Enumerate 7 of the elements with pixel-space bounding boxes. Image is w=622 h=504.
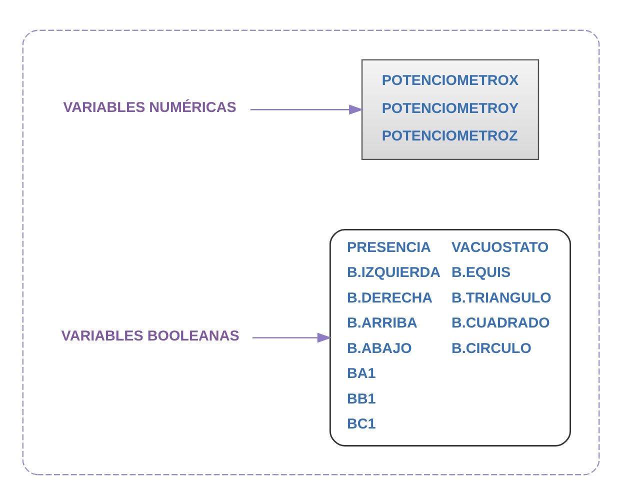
node-text: VARIABLES NUMÉRICAS — [63, 100, 236, 116]
node-box: PRESENCIA VACUOSTATO B.IZQUIERDA B.EQUIS B.DERECHA B.TRIANGULO B.ARRIBA B.CUADRADO B.ABAJO B.CIRCULO BA1 BB1 BC1 — [329, 228, 572, 446]
node-box: POTENCIOMETROX POTENCIOMETROY POTENCIOMETROZ — [361, 58, 540, 160]
node-text: VARIABLES BOOLEANAS — [61, 328, 240, 344]
arrow — [252, 332, 332, 342]
arrow — [250, 104, 364, 114]
cluster — [22, 29, 600, 475]
